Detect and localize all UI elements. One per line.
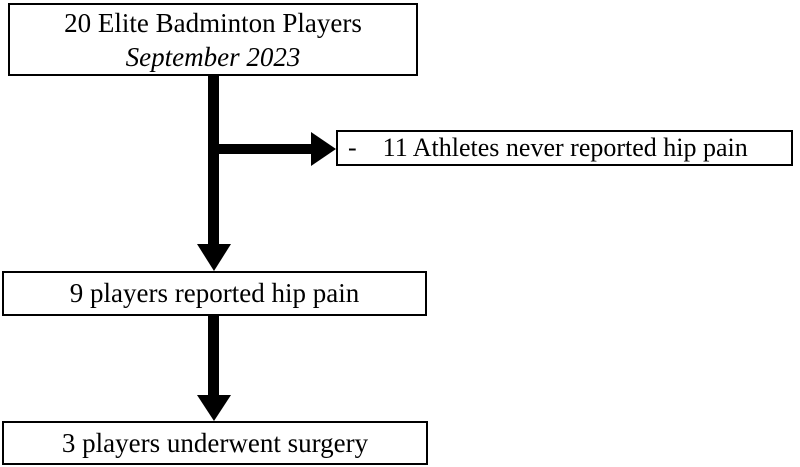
excluded-bullet: - (348, 133, 357, 163)
box-excluded: - 11 Athletes never reported hip pain (336, 130, 793, 166)
excluded-text: 11 Athletes never reported hip pain (382, 133, 748, 163)
surgery-text: 3 players underwent surgery (61, 427, 369, 458)
arrow-hip-pain-to-surgery (197, 315, 231, 421)
box-hip-pain: 9 players reported hip pain (2, 271, 427, 316)
hip-pain-text: 9 players reported hip pain (69, 278, 360, 309)
arrow-branch-to-excluded (208, 132, 336, 166)
enrollment-count-text: 20 Elite Badminton Players (64, 7, 362, 38)
box-enrollment: 20 Elite Badminton Players September 202… (8, 3, 418, 76)
arrow-enrollment-to-hip-pain (197, 75, 231, 271)
enrollment-date-text: September 2023 (125, 41, 301, 72)
box-surgery: 3 players underwent surgery (2, 421, 428, 465)
